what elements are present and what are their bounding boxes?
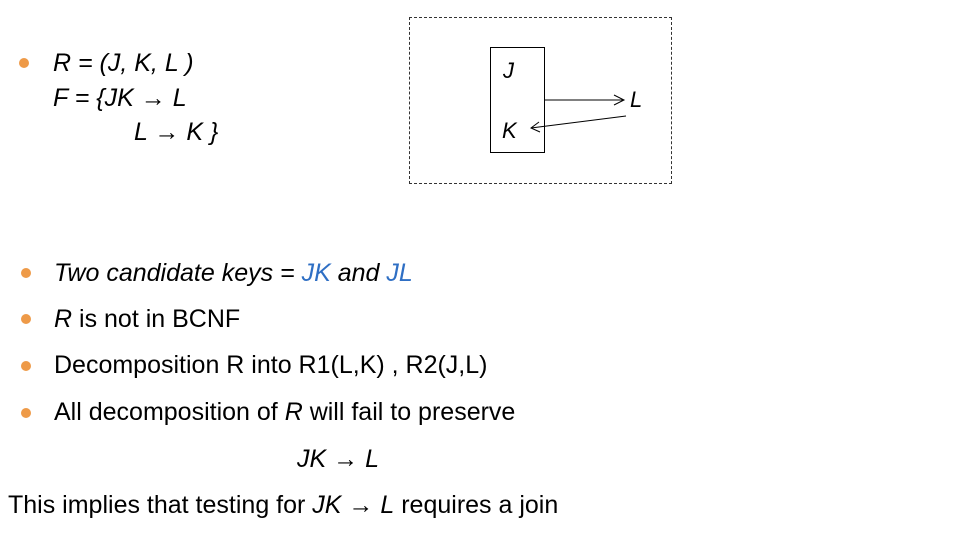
not-bcnf-text: is not in BCNF: [72, 305, 241, 333]
bullet-dot: [19, 58, 29, 68]
bullet-decomposition: Decomposition R into R1(L,K) , R2(J,L): [54, 351, 488, 379]
conclusion-text: This implies that testing for JK → L req…: [8, 490, 558, 520]
diagram-attr-k: K: [502, 118, 517, 143]
bullet-dot: [21, 361, 31, 371]
arrow-head-k: [530, 121, 541, 133]
bullet-not-bcnf: R is not in BCNF: [54, 304, 240, 334]
fd-set-line2: L → K }: [134, 118, 219, 146]
conclusion-prefix: This implies that testing for: [8, 491, 313, 519]
fail-preserve-rest: will fail to preserve: [302, 398, 516, 426]
fd-set-line1: F = {JK → L: [53, 84, 187, 112]
conclusion-fd: JK → L: [312, 491, 395, 519]
diagram-attribute-box: [490, 47, 545, 153]
diagram-attr-j: J: [503, 58, 514, 83]
bullet-fail-preserve: All decomposition of R will fail to pres…: [54, 397, 515, 427]
diagram-attr-l: L: [630, 87, 643, 112]
candidate-key-jl: JL: [386, 259, 413, 287]
relation-schema: R = (J, K, L ): [53, 49, 194, 77]
fail-preserve-prefix: All decomposition of: [54, 398, 285, 426]
candidate-keys-prefix: Two candidate keys =: [54, 259, 302, 287]
bullet-dot: [21, 268, 31, 278]
fd-jk-to-l: JK → L: [297, 445, 379, 473]
candidate-keys-and: and: [330, 259, 387, 287]
arrow-head-l: [613, 94, 626, 106]
diagram-frame: [409, 17, 672, 184]
bullet-dot: [21, 408, 31, 418]
bullet-dot: [21, 314, 31, 324]
bullet-candidate-keys: Two candidate keys = JK and JL: [54, 258, 413, 288]
arrow-l-to-k: [530, 115, 627, 129]
relation-r: R: [284, 398, 303, 426]
candidate-key-jk: JK: [301, 259, 331, 287]
conclusion-suffix: requires a join: [394, 491, 559, 519]
relation-r: R: [54, 305, 73, 333]
